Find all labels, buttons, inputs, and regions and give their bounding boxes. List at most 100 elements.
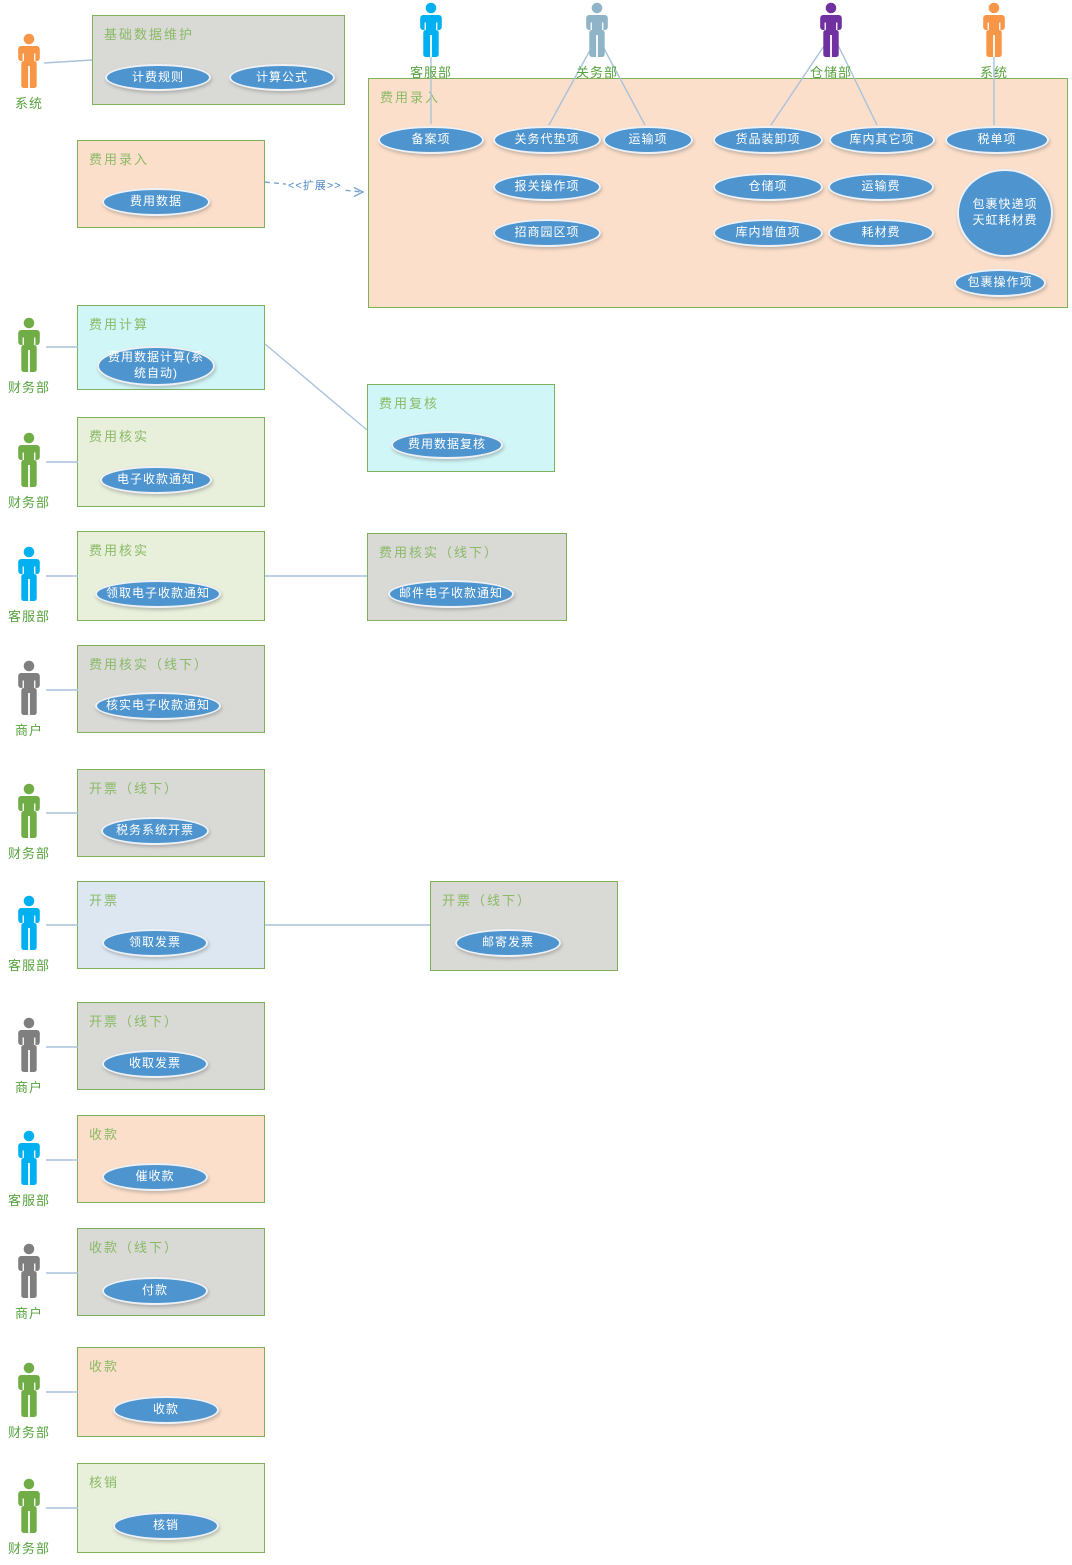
actor-customs-dept[interactable]: 关务部 [565, 2, 629, 81]
actor-merchant-row6[interactable]: 商户 [0, 1017, 61, 1096]
actor-label: 财务部 [7, 380, 50, 395]
usecase-tax-system-invoicing[interactable]: 税务系统开票 [101, 817, 209, 845]
actor-label: 客服部 [409, 65, 452, 80]
usecase-record-item[interactable]: 备案项 [378, 126, 484, 154]
box-invoice-offline-finance[interactable]: 开票（线下） 税务系统开票 [77, 769, 265, 857]
box-title: 收款 [89, 1127, 120, 1142]
actor-label: 客服部 [7, 1193, 50, 1208]
actor-finance-dept-row0[interactable]: 财务部 [0, 317, 61, 396]
actor-label: 商户 [14, 1306, 43, 1321]
actor-system-topleft[interactable]: 系统 [0, 33, 61, 112]
actor-finance-dept-row4[interactable]: 财务部 [0, 783, 61, 862]
box-title: 费用核实 [89, 543, 150, 558]
actor-label: 客服部 [7, 609, 50, 624]
usecase-cargo-handling-item[interactable]: 货品装卸项 [713, 126, 823, 154]
usecase-epayment-notice[interactable]: 电子收款通知 [100, 466, 212, 494]
usecase-urge-payment[interactable]: 催收款 [102, 1163, 208, 1191]
box-invoice-offline-merchant[interactable]: 开票（线下） 收取发票 [77, 1002, 265, 1090]
actor-finance-dept-row1[interactable]: 财务部 [0, 432, 61, 511]
person-icon [12, 546, 46, 604]
box-write-off[interactable]: 核销 核销 [77, 1463, 265, 1553]
actor-label: 仓储部 [809, 65, 852, 80]
box-title: 基础数据维护 [104, 27, 195, 42]
usecase-get-invoice[interactable]: 领取发票 [102, 929, 208, 957]
actor-customer-service-top[interactable]: 客服部 [399, 2, 463, 81]
usecase-fee-data[interactable]: 费用数据 [102, 188, 210, 216]
box-fee-verify-offline-side[interactable]: 费用核实（线下） 邮件电子收款通知 [367, 533, 567, 621]
box-fee-verify-offline-merchant[interactable]: 费用核实（线下） 核实电子收款通知 [77, 645, 265, 733]
box-title: 开票（线下） [442, 893, 533, 908]
usecase-calc-formula[interactable]: 计算公式 [229, 64, 335, 91]
usecase-customs-declare-item[interactable]: 报关操作项 [493, 173, 601, 201]
box-invoice-offline-side[interactable]: 开票（线下） 邮寄发票 [430, 881, 618, 971]
person-icon [12, 660, 46, 718]
actor-warehouse-dept[interactable]: 仓储部 [799, 2, 863, 81]
actor-finance-dept-row10[interactable]: 财务部 [0, 1478, 61, 1557]
person-icon [12, 1478, 46, 1536]
usecase-warehouse-other-item[interactable]: 库内其它项 [829, 126, 935, 154]
person-icon [12, 895, 46, 953]
usecase-customs-advance-item[interactable]: 关务代垫项 [493, 126, 601, 154]
box-title: 开票（线下） [89, 1014, 180, 1029]
usecase-billing-rules[interactable]: 计费规则 [105, 64, 211, 91]
person-icon [814, 2, 848, 60]
box-fee-entry-big[interactable]: 费用录入 备案项 关务代垫项 运输项 货品装卸项 库内其它项 税单项 报关操作项… [368, 78, 1068, 308]
actor-label: 客服部 [7, 958, 50, 973]
box-fee-verify-finance[interactable]: 费用核实 电子收款通知 [77, 417, 265, 507]
usecase-parcel-express-consumables[interactable]: 包裹快递项 天虹耗材费 [957, 169, 1053, 257]
usecase-fee-data-review[interactable]: 费用数据复核 [391, 431, 503, 459]
actor-label: 财务部 [7, 846, 50, 861]
person-icon [12, 1130, 46, 1188]
usecase-warehouse-value-add-item[interactable]: 库内增值项 [713, 219, 823, 247]
box-title: 开票（线下） [89, 781, 180, 796]
actor-label: 关务部 [575, 65, 618, 80]
box-title: 收款（线下） [89, 1240, 180, 1255]
actor-merchant-row8[interactable]: 商户 [0, 1243, 61, 1322]
box-title: 开票 [89, 893, 120, 908]
box-collection-offline[interactable]: 收款（线下） 付款 [77, 1228, 265, 1316]
actor-label: 财务部 [7, 1425, 50, 1440]
box-collection-cs[interactable]: 收款 催收款 [77, 1115, 265, 1203]
person-icon [414, 2, 448, 60]
usecase-pay[interactable]: 付款 [102, 1277, 208, 1305]
actor-label: 系统 [14, 96, 43, 111]
person-icon [12, 1362, 46, 1420]
box-fee-review[interactable]: 费用复核 费用数据复核 [367, 384, 555, 472]
actor-merchant-row3[interactable]: 商户 [0, 660, 61, 739]
person-icon [12, 33, 46, 91]
actor-finance-dept-row9[interactable]: 财务部 [0, 1362, 61, 1441]
person-icon [12, 432, 46, 490]
box-fee-verify-cs[interactable]: 费用核实 领取电子收款通知 [77, 531, 265, 621]
actor-label: 财务部 [7, 495, 50, 510]
box-title: 费用复核 [379, 396, 440, 411]
usecase-get-epayment-notice[interactable]: 领取电子收款通知 [95, 580, 221, 608]
usecase-verify-epayment-notice[interactable]: 核实电子收款通知 [95, 692, 221, 720]
usecase-receive-invoice[interactable]: 收取发票 [102, 1050, 208, 1078]
usecase-transport-fee[interactable]: 运输费 [828, 173, 934, 201]
actor-customer-service-row7[interactable]: 客服部 [0, 1130, 61, 1209]
usecase-parcel-operation-item[interactable]: 包裹操作项 [954, 269, 1046, 297]
usecase-fee-data-auto-calc[interactable]: 费用数据计算(系统自动) [97, 346, 215, 386]
actor-customer-service-row2[interactable]: 客服部 [0, 546, 61, 625]
usecase-write-off[interactable]: 核销 [113, 1512, 219, 1540]
usecase-storage-item[interactable]: 仓储项 [713, 173, 823, 201]
actor-label: 商户 [14, 723, 43, 738]
usecase-collect-payment[interactable]: 收款 [113, 1396, 219, 1424]
usecase-transport-item[interactable]: 运输项 [603, 126, 693, 154]
usecase-mail-invoice[interactable]: 邮寄发票 [455, 929, 561, 957]
usecase-consumables-fee[interactable]: 耗材费 [828, 219, 934, 247]
usecase-tax-bill-item[interactable]: 税单项 [945, 126, 1049, 154]
box-invoicing[interactable]: 开票 领取发票 [77, 881, 265, 969]
usecase-mail-epayment-notice[interactable]: 邮件电子收款通知 [388, 580, 514, 608]
box-title: 费用录入 [380, 90, 441, 105]
usecase-merchants-park-item[interactable]: 招商园区项 [493, 219, 601, 247]
actor-system-top[interactable]: 系统 [962, 2, 1026, 81]
box-fee-entry-small[interactable]: 费用录入 费用数据 [77, 140, 265, 228]
box-base-data-maintenance[interactable]: 基础数据维护 计费规则 计算公式 [92, 15, 345, 105]
box-collection-finance[interactable]: 收款 收款 [77, 1347, 265, 1437]
box-fee-calculation[interactable]: 费用计算 费用数据计算(系统自动) [77, 305, 265, 390]
box-title: 费用核实（线下） [379, 545, 500, 560]
actor-customer-service-row5[interactable]: 客服部 [0, 895, 61, 974]
actor-label: 财务部 [7, 1541, 50, 1556]
